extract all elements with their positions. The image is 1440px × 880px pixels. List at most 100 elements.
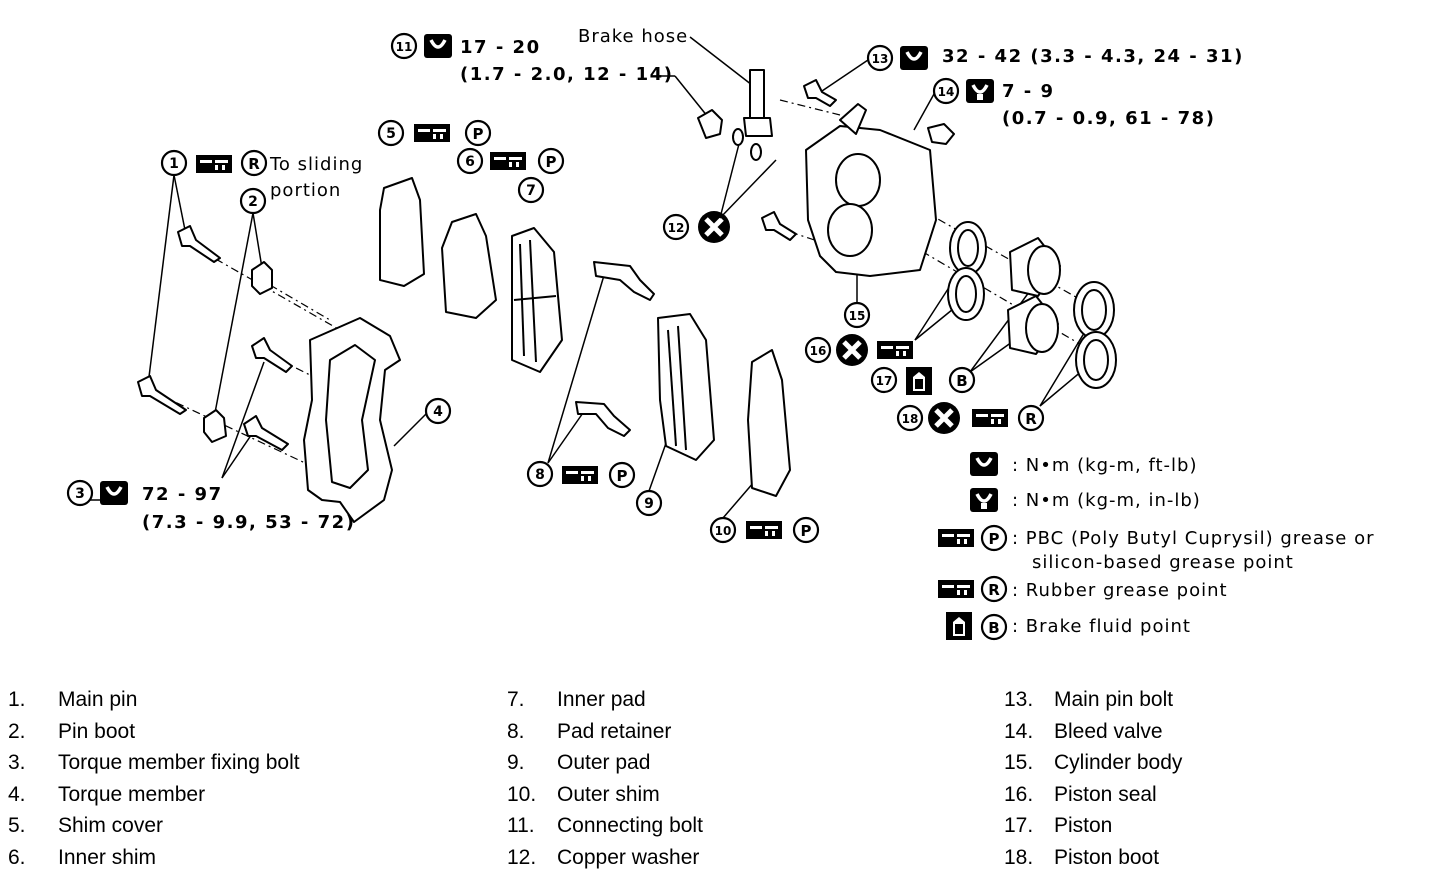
callout-5: 5 [386, 126, 396, 142]
grease-letter-p: P [801, 522, 812, 540]
grease-icon [490, 152, 526, 170]
list-item: 2.Pin boot [8, 719, 136, 743]
callout-circle-13 [866, 44, 894, 72]
grease-letter-b: B [956, 372, 967, 390]
callout-circle-18 [896, 404, 924, 432]
legend-nm-inlb: : N•m (kg-m, in-lb) [1012, 490, 1201, 511]
torque-wrench-icon [422, 32, 454, 60]
grease-icon [414, 124, 450, 142]
grease-letter-p: P [473, 125, 484, 143]
callout-9: 9 [644, 496, 654, 512]
do-not-reuse-icon [698, 211, 730, 243]
callout-circle-7 [517, 176, 545, 204]
callout-circle-6 [456, 147, 484, 175]
callout-18: 18 [902, 412, 919, 426]
to-sliding-label: To sliding [270, 154, 364, 175]
legend-brake-fluid: : Brake fluid point [1012, 616, 1191, 637]
legend-letter-p: P [989, 530, 1000, 548]
callout-14: 14 [938, 85, 955, 99]
list-item: 6.Inner shim [8, 845, 157, 869]
list-item: 17.Piston [1004, 814, 1113, 837]
list-item: 5.Shim cover [8, 814, 164, 837]
list-item: 10.Outer shim [507, 782, 660, 806]
callout-circle-3 [66, 479, 94, 507]
legend-pbc-grease-2: silicon-based grease point [1032, 552, 1294, 573]
callout-circle-8 [526, 460, 554, 488]
brake-hose-label: Brake hose [578, 26, 689, 47]
torque-3-spec: (7.3 - 9.9, 53 - 72) [142, 512, 356, 533]
callout-11: 11 [396, 40, 413, 54]
parts-list-column-2: 7.Inner pad 8.Pad retainer 9.Outer pad 1… [507, 688, 703, 877]
callout-7: 7 [526, 183, 536, 199]
callout-1: 1 [169, 156, 179, 172]
grease-icon [196, 155, 232, 173]
legend-grease-icon [938, 529, 974, 547]
torque-11-spec: (1.7 - 2.0, 12 - 14) [460, 64, 674, 85]
callout-circle-5 [377, 119, 405, 147]
list-item: 9.Outer pad [507, 751, 651, 774]
list-item: 15.Cylinder body [1004, 751, 1183, 774]
list-item: 12.Copper washer [507, 845, 700, 869]
callout-13: 13 [872, 52, 889, 66]
list-item: 11.Connecting bolt [507, 814, 703, 837]
grease-letter-r: R [1025, 410, 1037, 428]
grease-icon [877, 341, 913, 359]
callout-16: 16 [810, 344, 827, 358]
legend-grease-icon [938, 580, 974, 598]
callout-17: 17 [876, 374, 893, 388]
callout-12: 12 [668, 221, 685, 235]
do-not-reuse-icon [928, 402, 960, 434]
torque-14-label: 7 - 9 [1002, 81, 1055, 102]
callout-2: 2 [248, 194, 258, 210]
legend-torque-inlb-icon [968, 486, 1000, 514]
callout-circle-11 [390, 32, 418, 60]
legend-letter-r: R [988, 581, 1000, 599]
list-item: 13.Main pin bolt [1004, 688, 1174, 711]
grease-icon [562, 466, 598, 484]
legend-torque-icon [968, 450, 1000, 478]
brake-caliper-exploded-diagram: 1 2 3 4 5 6 7 8 9 10 11 12 13 14 15 16 1… [66, 32, 1117, 641]
torque-3-label: 72 - 97 [142, 484, 223, 505]
grease-letter-r: R [248, 155, 260, 173]
legend-letter-b: B [988, 619, 999, 637]
callout-circle-12 [662, 213, 690, 241]
torque-wrench-inlb-icon [964, 77, 996, 105]
legend-rubber-grease: : Rubber grease point [1012, 580, 1228, 601]
list-item: 1.Main pin [8, 688, 138, 711]
do-not-reuse-icon [836, 334, 868, 366]
grease-icon [972, 409, 1008, 427]
torque-wrench-icon [898, 44, 930, 72]
callout-circle-17 [870, 366, 898, 394]
callout-15: 15 [849, 309, 866, 323]
legend-nm-ftlb: : N•m (kg-m, ft-lb) [1012, 455, 1198, 476]
callout-circle-4 [424, 397, 452, 425]
torque-13-label: 32 - 42 (3.3 - 4.3, 24 - 31) [942, 46, 1244, 67]
legend-pbc-grease: : PBC (Poly Butyl Cuprysil) grease or [1012, 528, 1375, 549]
callout-3: 3 [75, 486, 85, 502]
list-item: 16.Piston seal [1004, 782, 1157, 806]
to-sliding-label-2: portion [270, 180, 342, 201]
list-item: 7.Inner pad [507, 688, 646, 711]
brake-fluid-icon [906, 367, 932, 395]
list-item: 4.Torque member [8, 782, 206, 806]
grease-letter-p: P [617, 467, 628, 485]
list-item: 8.Pad retainer [507, 719, 672, 743]
callout-8: 8 [535, 467, 545, 483]
grease-letter-p: P [546, 153, 557, 171]
parts-list-column-1: 1.Main pin 2.Pin boot 3.Torque member fi… [8, 688, 300, 877]
torque-14-spec: (0.7 - 0.9, 61 - 78) [1002, 108, 1216, 129]
callout-10: 10 [715, 524, 732, 538]
callout-6: 6 [465, 154, 475, 170]
list-item: 14.Bleed valve [1004, 719, 1163, 743]
callout-circle-15 [843, 301, 871, 329]
list-item: 18.Piston boot [1004, 845, 1160, 869]
list-item: 3.Torque member fixing bolt [8, 751, 300, 774]
torque-11-label: 17 - 20 [460, 37, 541, 58]
callout-circle-16 [804, 336, 832, 364]
torque-wrench-icon [98, 479, 130, 507]
legend-brake-fluid-icon [946, 612, 972, 640]
grease-icon [746, 521, 782, 539]
parts-list-column-3: 13.Main pin bolt 14.Bleed valve 15.Cylin… [1004, 688, 1182, 877]
callout-4: 4 [433, 404, 443, 420]
callout-circle-14 [932, 77, 960, 105]
